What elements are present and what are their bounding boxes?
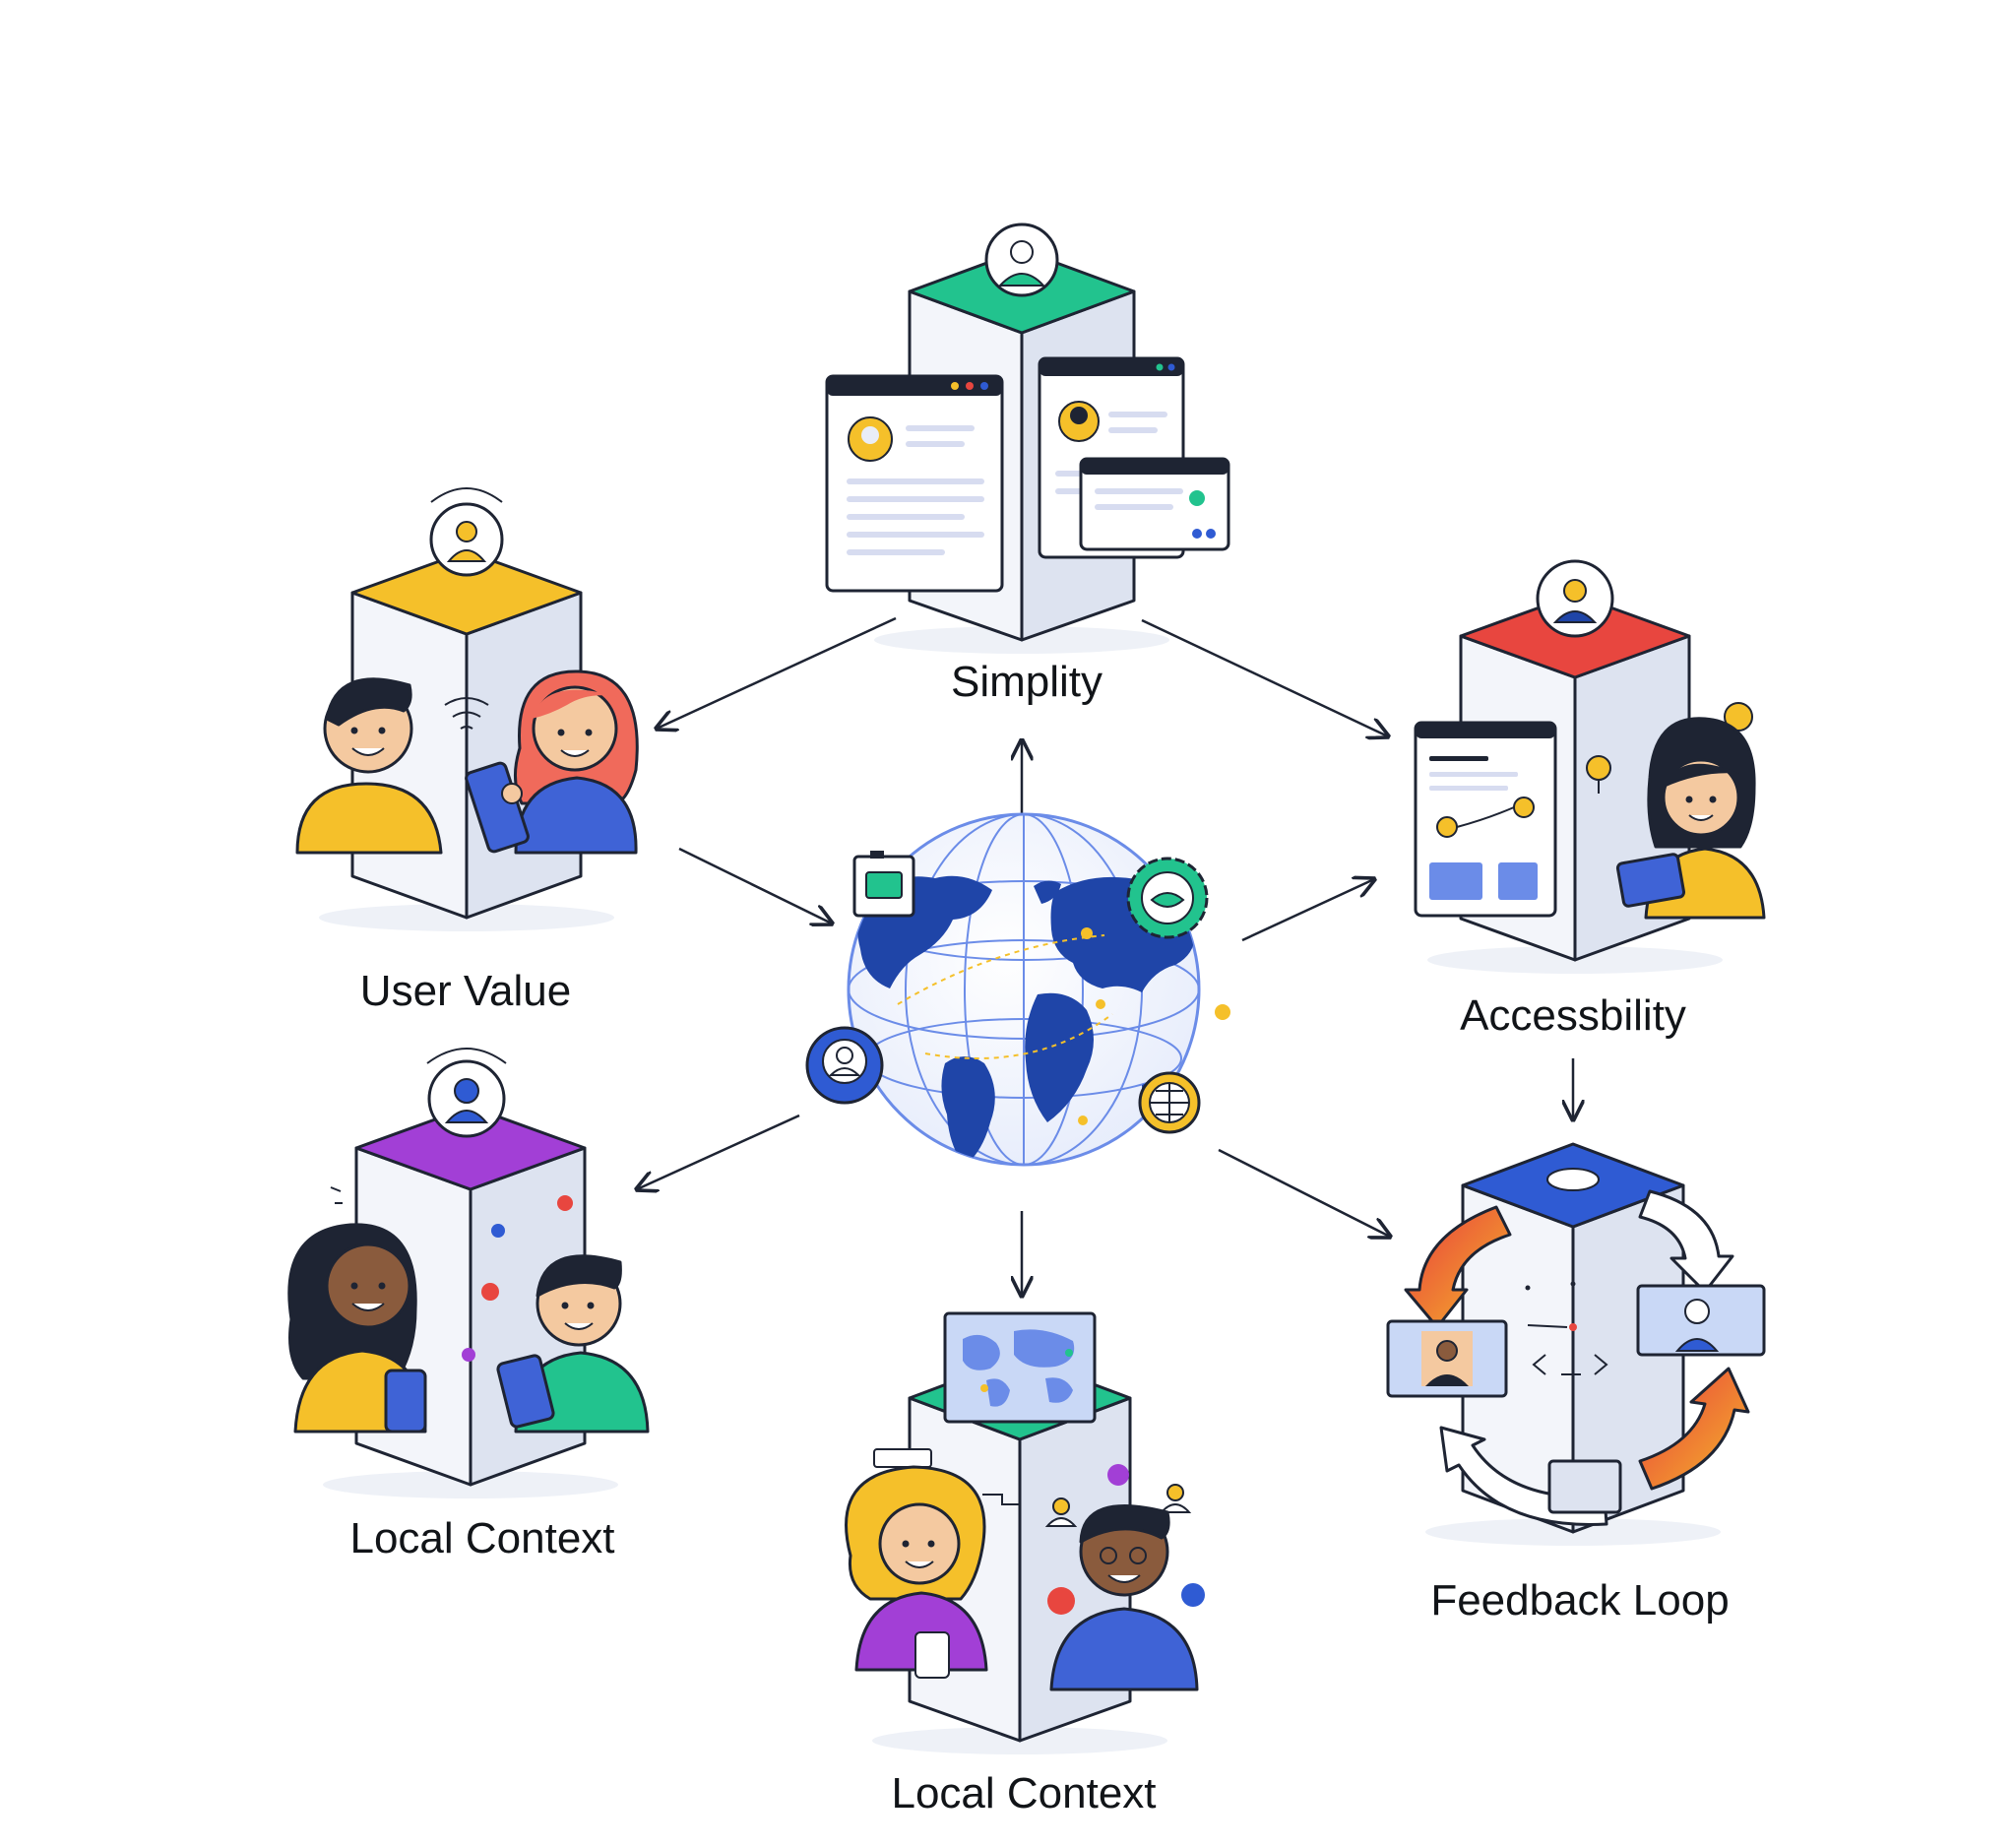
person-badge-icon — [429, 487, 504, 577]
arrow-simplity-to-accessbility — [1141, 618, 1388, 736]
arrow-simplity-to-user-value — [657, 616, 897, 729]
card-icon — [852, 851, 915, 918]
pin-icon — [1586, 755, 1611, 794]
man-avatar — [1049, 1504, 1199, 1691]
node-feedback-loop: Feedback Loop — [1386, 1142, 1766, 1625]
arrow-globe-to-accessbility — [1241, 879, 1374, 942]
browser-window-icon — [1414, 721, 1557, 918]
node-local-context-left: Local Context — [287, 1048, 650, 1562]
note-icon — [1547, 1459, 1622, 1514]
tag-icon — [873, 1448, 932, 1468]
video-call-icon — [1636, 1284, 1766, 1357]
phone-icon — [384, 1369, 427, 1434]
face-icon — [1525, 1281, 1608, 1375]
woman-avatar — [845, 1465, 988, 1679]
central-globe — [805, 812, 1230, 1167]
person-badge-icon — [1536, 559, 1614, 638]
phone-icon — [914, 1631, 950, 1679]
pillar-top — [354, 1105, 587, 1191]
woman-avatar — [1615, 717, 1766, 920]
node-label: Feedback Loop — [1430, 1576, 1729, 1625]
video-call-icon — [1386, 1319, 1508, 1398]
world-map-icon — [943, 1311, 1097, 1424]
arrow-user-value-to-globe — [678, 847, 832, 924]
node-label: User Value — [360, 967, 571, 1015]
node-simplity: Simplity — [825, 223, 1230, 706]
user-icon — [1044, 1498, 1078, 1527]
connection-arrows — [637, 616, 1573, 1296]
man-avatar — [295, 677, 443, 855]
node-user-value: User Value — [295, 487, 639, 1015]
node-label: Local Context — [891, 1769, 1156, 1817]
dial-icon — [1546, 1168, 1600, 1191]
cycle-arrow-orange-bottom — [1638, 1367, 1750, 1491]
sparkle-icons — [330, 1186, 573, 1362]
person-badge-icon — [805, 1026, 884, 1105]
step-icon — [982, 1494, 1020, 1505]
user-icon — [1159, 1484, 1192, 1513]
gear-icon — [1126, 857, 1209, 939]
cycle-arrow-white-top — [1638, 1189, 1734, 1294]
flower-icon — [1047, 1464, 1205, 1615]
node-local-context-bottom: Local Context — [845, 1311, 1205, 1817]
grid-globe-icon — [1138, 1071, 1201, 1134]
man-avatar — [496, 1254, 650, 1434]
woman-avatar — [287, 1223, 427, 1434]
cycle-arrow-orange-top — [1404, 1205, 1512, 1329]
wifi-icon — [444, 697, 489, 730]
node-label: Simplity — [951, 658, 1102, 706]
node-accessbility: Accessbility — [1414, 559, 1766, 1040]
node-label: Local Context — [349, 1514, 614, 1562]
person-badge-icon — [984, 223, 1059, 297]
node-label: Accessbility — [1460, 991, 1686, 1040]
route-lines — [897, 934, 1113, 1059]
arrow-globe-to-feedback-loop — [1218, 1148, 1390, 1237]
pillar-top — [350, 549, 583, 636]
phone-icon — [496, 1354, 555, 1429]
arrow-globe-to-local-context-left — [637, 1114, 800, 1189]
browser-window-icon — [825, 374, 1004, 593]
browser-window-icon — [1079, 457, 1230, 551]
woman-avatar — [465, 669, 639, 855]
person-badge-icon — [426, 1048, 507, 1138]
tablet-icon — [1615, 853, 1686, 908]
